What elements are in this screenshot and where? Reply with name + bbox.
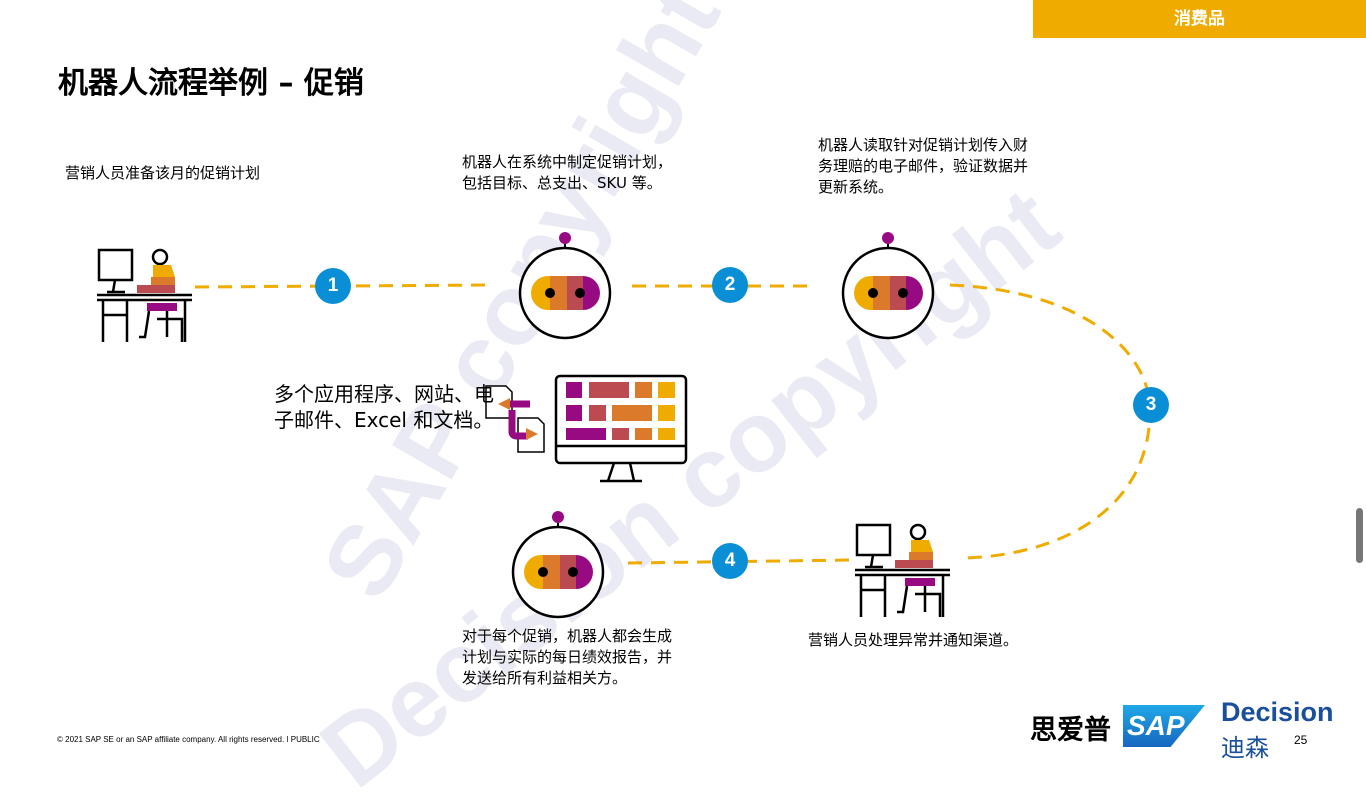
siaipu-logo: 思爱普 <box>1030 715 1111 746</box>
robot-icon <box>841 230 935 340</box>
scrollbar-thumb[interactable] <box>1356 508 1363 563</box>
step-1-caption: 营销人员准备该月的促销计划 <box>65 164 261 182</box>
flow-diagram <box>95 230 1152 619</box>
step-4-caption: 对于每个促销，机器人都会生成计划与实际的每日绩效报告，并发送给所有利益相关方。 <box>462 627 673 687</box>
robot-icon <box>518 230 612 340</box>
step-2-badge: 2 <box>712 267 748 303</box>
step-3-caption: 机器人读取针对促销计划传入财务理赔的电子邮件，验证数据并更新系统。 <box>818 136 1029 196</box>
robot-icon <box>511 509 605 619</box>
step-1-badge: 1 <box>315 268 351 304</box>
step-3-badge: 3 <box>1133 387 1169 423</box>
marketer-icon <box>853 523 952 619</box>
step-4-badge: 4 <box>712 543 748 579</box>
monitor-icon <box>554 374 688 483</box>
apps-caption: 多个应用程序、网站、电子邮件、Excel 和文档。 <box>274 382 494 432</box>
page-title: 机器人流程举例 – 促销 <box>58 66 364 101</box>
dison-logo: 迪森 <box>1221 734 1269 762</box>
page-number: 25 <box>1294 733 1308 747</box>
category-tag: 消费品 <box>1033 0 1366 38</box>
decision-logo: Decision <box>1221 697 1334 727</box>
footer-copyright: © 2021 SAP SE or an SAP affiliate compan… <box>57 735 320 744</box>
exception-caption: 营销人员处理异常并通知渠道。 <box>808 631 1019 649</box>
step-2-caption: 机器人在系统中制定促销计划，包括目标、总支出、SKU 等。 <box>462 153 673 192</box>
document-exchange-icon <box>485 385 545 453</box>
marketer-icon <box>95 248 194 344</box>
